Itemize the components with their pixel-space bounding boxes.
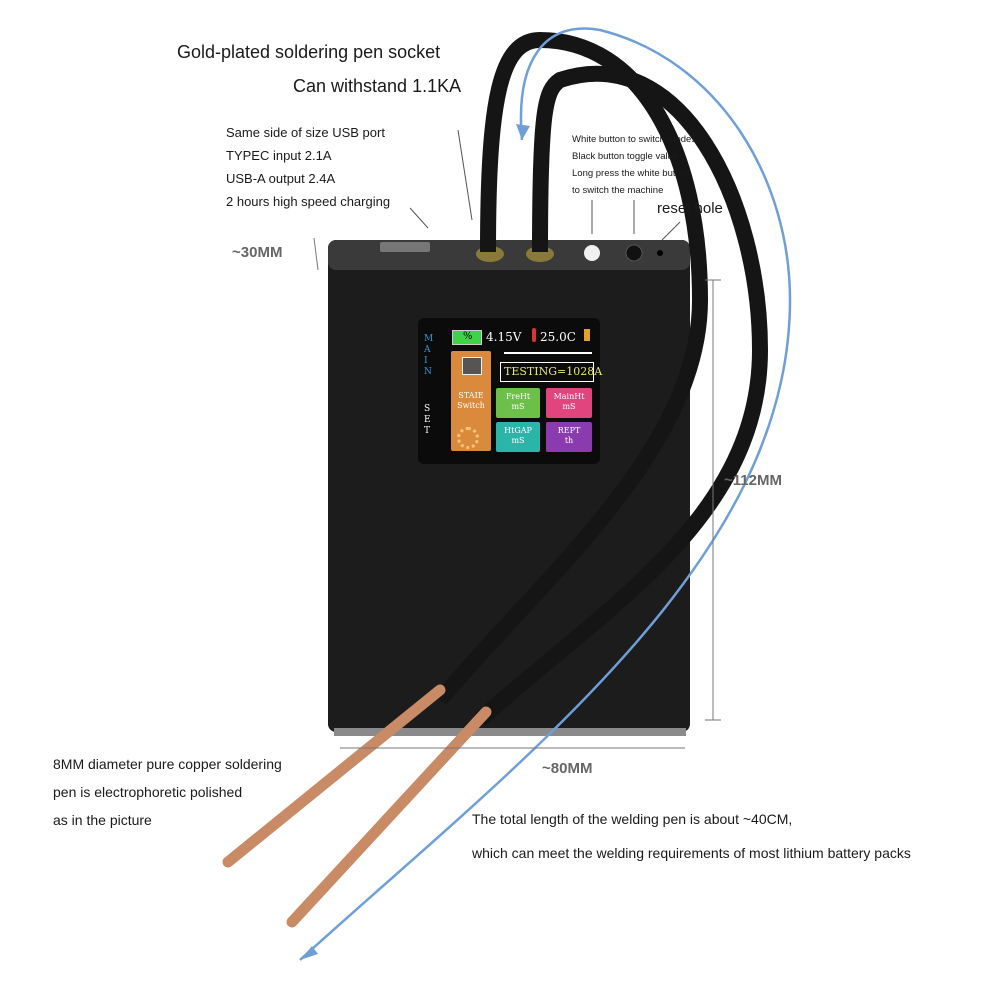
temperature-readout: 25.0C [540, 330, 576, 344]
testing-box: TESTING=1028A [500, 362, 602, 382]
copper-pen-left [222, 684, 446, 868]
tile-htgap[interactable]: HtGAP mS [496, 422, 540, 452]
device-bottom-edge [334, 728, 686, 736]
length-arrow [299, 27, 792, 961]
thickness-dim-line [313, 237, 319, 271]
tile-mainht[interactable]: MainHt mS [546, 388, 592, 418]
white-button [584, 245, 600, 261]
cable-left [433, 31, 709, 706]
socket-annotation-line1: Gold-plated soldering pen socket [177, 42, 441, 62]
cable-right [474, 65, 769, 726]
usb-port [380, 242, 430, 252]
copper-pen-right [286, 706, 492, 928]
thickness-label: ~30MM [232, 244, 283, 261]
flash-icon [584, 329, 590, 341]
height-label: ~112MM [724, 472, 782, 489]
tile-state-switch[interactable]: STAIE Switch [451, 351, 491, 451]
side-main-label: MAIN [424, 334, 434, 377]
voltage-readout: 4.15V [486, 330, 522, 344]
usb-annotation: Same side of size USB port TYPEC input 2… [226, 125, 391, 209]
reset-hole-label: reset hole [657, 200, 723, 217]
button-annotation: White button to switch modes Black butto… [572, 134, 697, 196]
device-screen: MAIN SET % 4.15V 25.0C TESTING=1028A STA… [418, 318, 602, 464]
testing-progress [504, 352, 592, 360]
tile-rept[interactable]: REPT th [546, 422, 592, 452]
side-set-label: SET [424, 404, 431, 436]
thermometer-icon [532, 328, 536, 342]
battery-icon: % [452, 330, 482, 345]
reset-hole [657, 250, 663, 256]
width-label: ~80MM [542, 760, 593, 777]
black-button [625, 244, 643, 262]
length-annotation: The total length of the welding pen is a… [472, 811, 911, 861]
gear-icon [457, 427, 479, 449]
usb-stick-icon [462, 357, 482, 375]
pen-annotation: 8MM diameter pure copper soldering pen i… [53, 756, 282, 828]
socket-annotation-line2: Can withstand 1.1KA [293, 76, 462, 96]
tile-freht[interactable]: FreHt mS [496, 388, 540, 418]
